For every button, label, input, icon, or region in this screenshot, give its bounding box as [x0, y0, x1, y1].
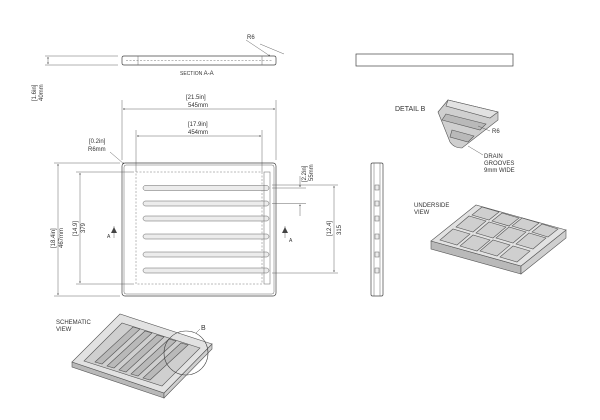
detail-b-marker-leader [195, 328, 201, 334]
section-arrow-icon [282, 227, 288, 233]
tray-inner-boundary [135, 171, 263, 285]
inner-width-inches: [17.9in] [188, 122, 208, 128]
side-channel [263, 171, 271, 285]
section-aa-view: R6 SECTION A-A [121, 35, 285, 77]
thickness-mm: 40mm [39, 84, 45, 101]
side-edge-view [355, 53, 514, 67]
side-groove [374, 200, 380, 207]
thickness-dimension: [1.6in] 40mm [32, 55, 118, 101]
groove-pitch-inches: [2.2in] [302, 165, 308, 182]
underside-pocket [479, 239, 511, 257]
side-groove [374, 215, 380, 222]
underside-pocket [471, 206, 500, 221]
drain-groove [142, 200, 270, 207]
radius-leader [259, 43, 285, 55]
section-marker-right: A [289, 238, 293, 244]
tray-rim [123, 164, 275, 295]
schematic-label-line-2: VIEW [56, 327, 72, 333]
side-groove [374, 251, 380, 258]
underside-pocket [499, 245, 531, 263]
detail-b-marker-label: B [201, 325, 206, 332]
groove-pitch-mm: 55mm [309, 164, 315, 181]
detail-b-marker-circle [163, 330, 209, 376]
drain-groove [142, 215, 270, 222]
detail-b-groove [441, 113, 487, 131]
overall-width-inches: [21.5in] [186, 95, 206, 101]
drain-groove [142, 251, 270, 258]
schematic-label-line-1: SCHEMATIC [56, 320, 92, 326]
schematic-view: SCHEMATIC VIEW B [56, 313, 213, 399]
schematic-groove [106, 330, 153, 369]
detail-b-note-line-3: 9mm WIDE [484, 168, 515, 174]
detail-b-view: DETAIL B R6 DRAIN GROOVES 9mm WIDE [395, 99, 515, 174]
thickness-inches: [1.6in] [32, 84, 38, 101]
underside-pocket [495, 226, 527, 244]
underside-pocket [459, 234, 491, 252]
underside-view: UNDERSIDE VIEW [414, 203, 567, 275]
side-groove [374, 184, 380, 191]
corner-radius-mm: R6mm [88, 147, 106, 153]
section-title-prefix: SECTION [180, 71, 204, 77]
inner-height-inches: [14.9] [73, 221, 79, 236]
underside-pocket [455, 215, 487, 233]
detail-b-note-line-2: GROOVES [484, 161, 514, 167]
inner-height-mm: 379 [81, 222, 87, 233]
underside-pocket [515, 232, 547, 250]
groove-span-inches: [12.4] [327, 221, 333, 236]
detail-b-groove [449, 129, 475, 143]
corner-radius-leader [109, 151, 125, 165]
schematic-groove [118, 334, 165, 373]
schematic-groove [94, 326, 141, 365]
detail-b-note-leader [467, 145, 484, 156]
drain-groove [142, 185, 270, 191]
corner-radius-inches: [0.2in] [89, 139, 106, 145]
section-marker-left: A [107, 234, 111, 240]
groove-span-mm: 315 [337, 224, 343, 235]
side-groove [374, 233, 380, 240]
underside-pockets [439, 206, 559, 263]
overall-height-mm: 467mm [59, 228, 65, 248]
section-title: SECTION A-A [180, 71, 214, 77]
detail-b-radius: R6 [492, 129, 500, 135]
detail-b-note-line-1: DRAIN [484, 154, 503, 160]
section-radius-label: R6 [247, 35, 255, 41]
drain-groove [142, 233, 270, 240]
inner-width-mm: 454mm [188, 130, 208, 136]
underside-pocket [491, 212, 520, 227]
drain-groove [142, 267, 270, 274]
tray-outline [121, 162, 277, 297]
underside-pocket [511, 217, 540, 232]
underside-label-line-1: UNDERSIDE [414, 203, 449, 209]
section-title-letters: A-A [204, 71, 214, 77]
drain-grooves [142, 185, 270, 274]
detail-b-radius-leader [477, 125, 491, 132]
side-view [370, 162, 384, 297]
overall-height-inches: [18.4in] [51, 228, 57, 248]
detail-b-title: DETAIL B [395, 106, 426, 113]
underside-pocket [439, 228, 471, 246]
section-outline [121, 55, 277, 66]
overall-width-mm: 545mm [188, 103, 208, 109]
side-view-outline [370, 162, 384, 297]
plan-view: [21.5in] 545mm [17.9in] 454mm [0.2in] R6… [51, 95, 343, 297]
detail-b-edge [489, 111, 499, 119]
radius-leader [245, 39, 271, 57]
underside-pocket [531, 223, 559, 238]
underside-label-line-2: VIEW [414, 210, 430, 216]
underside-pocket [475, 221, 507, 239]
side-groove [374, 267, 380, 274]
section-arrow-icon [111, 227, 117, 233]
